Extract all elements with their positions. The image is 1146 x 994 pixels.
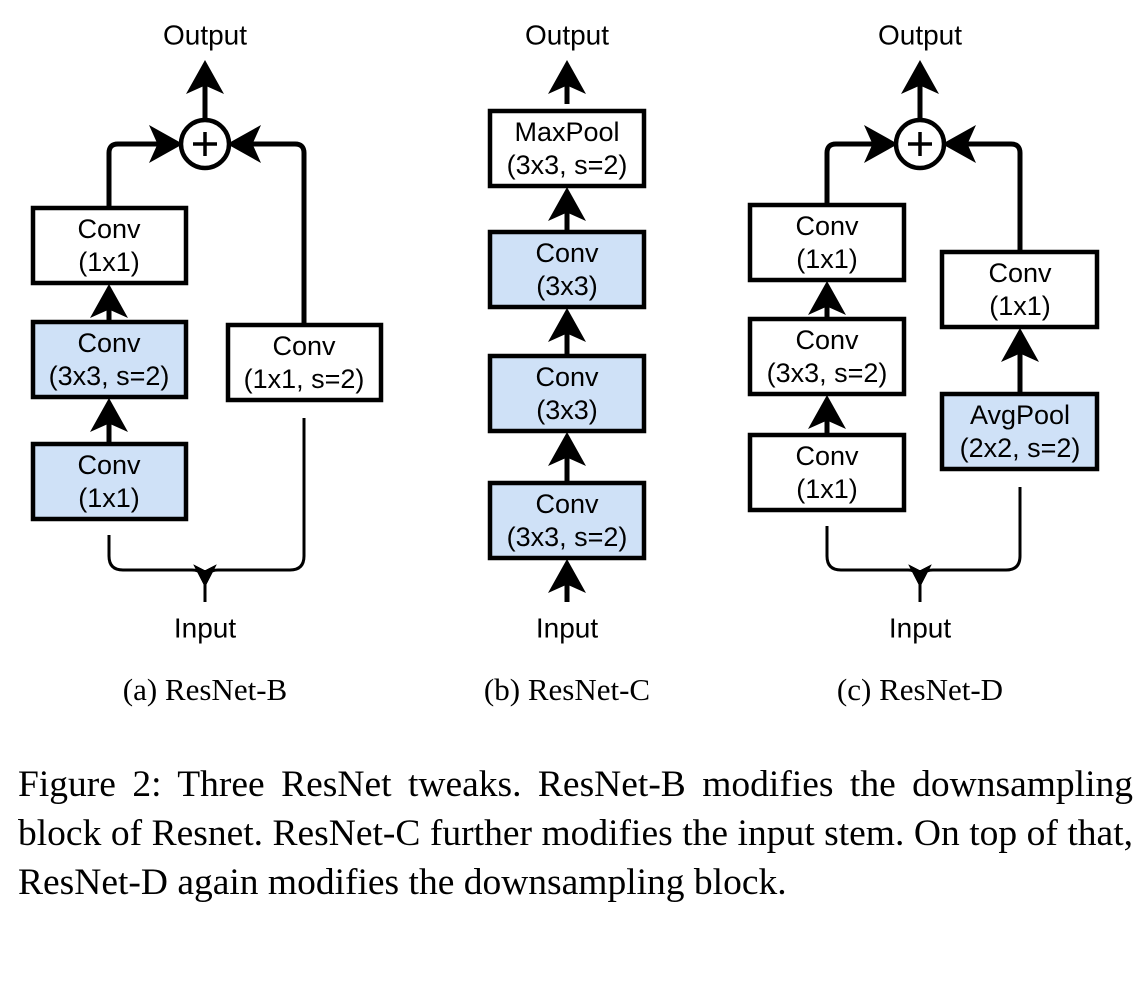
panel-c-main-to-add-connector [824, 125, 899, 205]
panel-c-resnet-d: Output Conv (1x1) Conv (3x3, s=2) Conv (… [747, 19, 1100, 643]
panel-c-shortcut-to-add-connector [941, 125, 1023, 252]
panel-a-conv-3x3-s2-line2: (3x3, s=2) [49, 361, 170, 391]
figure-caption: Figure 2: Three ResNet tweaks. ResNet-B … [18, 764, 1133, 903]
resnet-tweaks-diagram: Output Conv (1x1) Conv (3x3, s=2) Conv (… [30, 19, 1100, 643]
panel-c-input-fork-left [825, 526, 932, 588]
panel-a-conv-3x3-s2-line1: Conv [77, 328, 141, 358]
panel-a-conv-1x1-bottom-line2: (1x1) [78, 483, 140, 513]
panel-c-conv-3x3-s2-line2: (3x3, s=2) [767, 358, 888, 388]
panel-c-avgpool-line2: (2x2, s=2) [960, 433, 1081, 463]
panel-b-conv-3x3-top-line1: Conv [535, 238, 599, 268]
panel-a-plus-icon [193, 132, 217, 156]
panel-c-shortcut-conv-line1: Conv [988, 258, 1052, 288]
panel-b-maxpool-line1: MaxPool [514, 117, 619, 147]
panel-c-input-label: Input [889, 612, 951, 643]
panel-b-conv-3x3-s2-line1: Conv [535, 489, 599, 519]
panel-b-conv-3x3-mid-box [487, 353, 647, 434]
panel-b-input-label: Input [536, 612, 598, 643]
panel-b-conv-3x3-mid-line2: (3x3) [536, 395, 598, 425]
panel-b-maxpool-line2: (3x3, s=2) [507, 150, 628, 180]
panel-c-conv-1x1-bottom-line1: Conv [795, 441, 859, 471]
panel-c-avgpool-line1: AvgPool [970, 400, 1070, 430]
panel-c-shortcut-conv-line2: (1x1) [989, 291, 1051, 321]
panel-a-conv-1x1-bottom-line1: Conv [77, 450, 141, 480]
panel-c-conv-3x3-s2-box [747, 316, 907, 397]
panel-b-resnet-c: Output MaxPool (3x3, s=2) Conv (3x3) Con… [487, 19, 647, 643]
panel-b-conv-3x3-top-box [487, 229, 647, 310]
panel-a-resnet-b: Output Conv (1x1) Conv (3x3, s=2) Conv (… [30, 19, 384, 643]
panel-c-conv-1x1-shortcut-box [939, 249, 1100, 330]
panel-b-conv-3x3-mid-line1: Conv [535, 362, 599, 392]
panel-a-shortcut-line2: (1x1, s=2) [244, 364, 365, 394]
panel-a-conv-1x1-top-line2: (1x1) [78, 247, 140, 277]
panel-a-input-fork-right [193, 418, 306, 588]
panel-c-conv-3x3-s2-line1: Conv [795, 325, 859, 355]
panel-a-conv-3x3-s2-box [30, 319, 189, 400]
panel-a-input-fork-left [107, 535, 217, 588]
subcaption-panel-a: (a) ResNet-B [122, 672, 288, 707]
subcaption-panel-c: (c) ResNet-D [836, 672, 1004, 707]
subcaption-panel-b: (b) ResNet-C [483, 672, 651, 707]
panel-a-conv-1x1-bottom-box [30, 441, 189, 522]
panel-a-input-label: Input [174, 612, 236, 643]
panel-b-conv-3x3-s2-line2: (3x3, s=2) [507, 522, 628, 552]
panel-a-conv-1x1-top-box [30, 205, 189, 286]
panel-c-conv-1x1-top-box [747, 202, 907, 283]
panel-a-output-label: Output [163, 19, 247, 50]
panel-b-conv-3x3-s2-box [487, 480, 647, 561]
panel-a-main-to-add-connector [106, 125, 184, 208]
panel-c-conv-1x1-top-line2: (1x1) [796, 244, 858, 274]
panel-b-output-label: Output [525, 19, 609, 50]
panel-c-conv-1x1-bottom-box [747, 432, 907, 513]
panel-c-plus-icon [908, 132, 932, 156]
panel-c-avgpool-box [939, 391, 1100, 472]
panel-a-conv-1x1-top-line1: Conv [77, 214, 141, 244]
panel-c-output-label: Output [878, 19, 962, 50]
panel-c-conv-1x1-top-line1: Conv [795, 211, 859, 241]
panel-subcaptions: (a) ResNet-B (b) ResNet-C (c) ResNet-D [0, 672, 1146, 716]
panel-a-shortcut-to-add-connector [226, 125, 307, 325]
panel-a-shortcut-line1: Conv [272, 331, 336, 361]
panel-a-conv-1x1-s2-shortcut-box [225, 322, 384, 403]
panel-b-conv-3x3-top-line2: (3x3) [536, 271, 598, 301]
panel-c-input-fork-right [908, 487, 1022, 588]
panel-c-conv-1x1-bottom-line2: (1x1) [796, 474, 858, 504]
panel-b-maxpool-box [487, 108, 647, 189]
